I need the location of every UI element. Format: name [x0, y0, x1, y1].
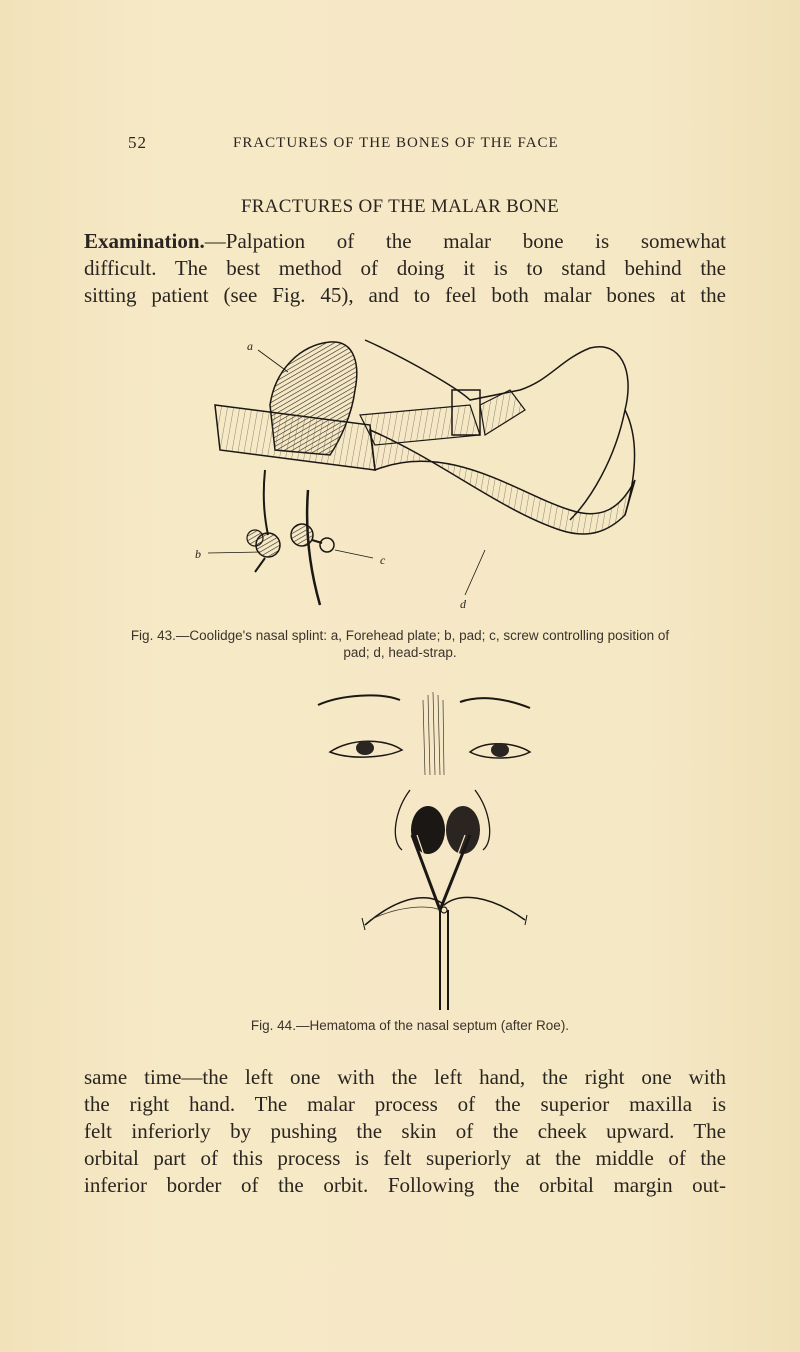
section-title: FRACTURES OF THE MALAR BONE — [240, 196, 560, 217]
caption-line: pad; d, head-strap. — [343, 645, 457, 660]
page-number: 52 — [128, 133, 147, 152]
paragraph-line: sitting patient (see Fig. 45), and to fe… — [84, 283, 726, 307]
paragraph-line: Examination.—Palpation of the malar bone… — [84, 228, 726, 255]
label-a: a — [247, 339, 253, 353]
figure-44-caption: Fig. 44.—Hematoma of the nasal septum (a… — [250, 1018, 570, 1033]
label-c: c — [380, 553, 386, 567]
running-title: FRACTURES OF THE BONES OF THE FACE — [233, 135, 559, 151]
caption-line: Fig. 43.—Coolidge's nasal splint: a, For… — [130, 628, 670, 643]
face-with-speculum-drawing — [317, 691, 532, 1010]
figure-43-nasal-splint-illustration: a b c d — [180, 330, 740, 611]
paragraph-continued: same time—the left one with the left han… — [84, 1064, 726, 1199]
run-in-heading: Examination. — [84, 229, 205, 253]
paragraph-line: the right hand. The malar process of the… — [84, 1092, 726, 1116]
label-b: b — [195, 547, 201, 561]
paragraph-line: difficult. The best method of doing it i… — [84, 256, 726, 280]
figure-44-nasal-septum-illustration — [280, 680, 540, 1010]
paragraph-line: orbital part of this process is felt sup… — [84, 1146, 726, 1170]
paragraph-examination: Examination.—Palpation of the malar bone… — [84, 228, 726, 309]
paragraph-line: same time—the left one with the left han… — [84, 1065, 726, 1089]
label-d: d — [460, 597, 467, 610]
paragraph-line: inferior border of the orbit. Following … — [84, 1173, 726, 1197]
figure-43-caption: Fig. 43.—Coolidge's nasal splint: a, For… — [100, 627, 700, 661]
nasal-splint-drawing: a b c d — [195, 339, 636, 611]
line-text: —Palpation of the malar bone is somewhat — [204, 229, 726, 253]
paragraph-line: felt inferiorly by pushing the skin of t… — [84, 1119, 726, 1143]
